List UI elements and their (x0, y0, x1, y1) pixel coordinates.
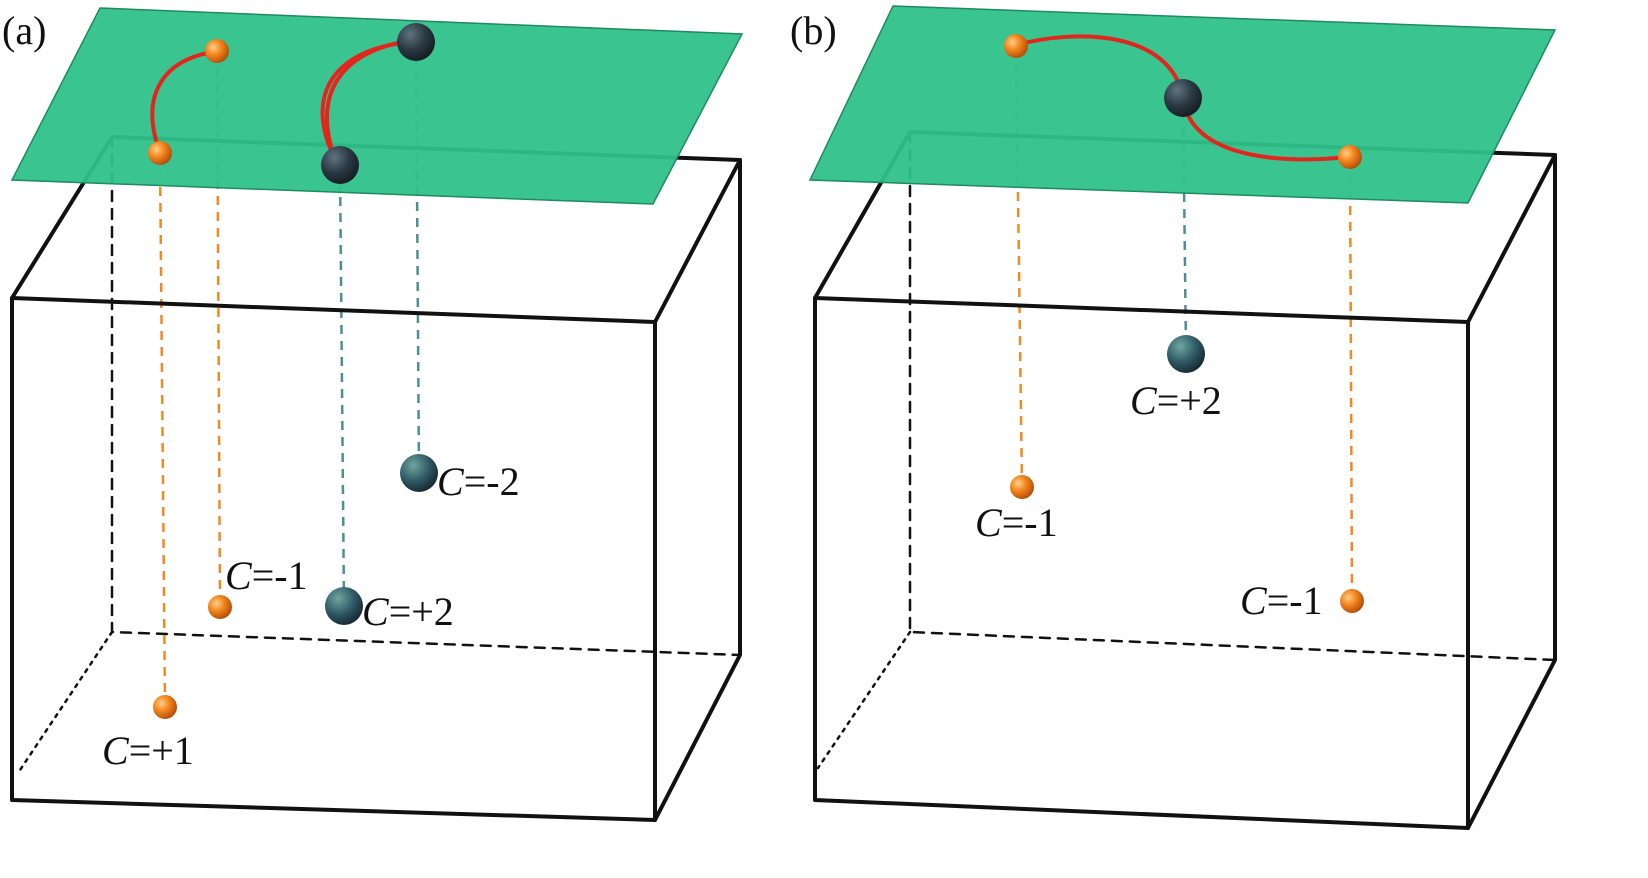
panel-a-right-face (653, 158, 742, 822)
projection-line (1181, 96, 1188, 353)
bulk-node (325, 587, 363, 625)
charge-label: C=-1 (1240, 578, 1323, 623)
fermi-arc (325, 38, 416, 164)
projection-line (158, 154, 167, 707)
panel-a-surface-plane (10, 7, 744, 205)
panel-b: (b) (790, 5, 1557, 830)
panel-b-surface-nodes (1004, 34, 1362, 169)
bulk-node (1010, 475, 1034, 499)
charge-label: C=+2 (1130, 378, 1222, 423)
panel-a-back-edge (110, 135, 742, 657)
panel-b-projections (1014, 47, 1354, 601)
charge-label: C=+2 (362, 589, 454, 634)
bulk-node (1167, 335, 1205, 373)
panel-a-box-hidden-edges (18, 135, 742, 772)
fermi-arc (150, 50, 217, 154)
panel-a-box-visible-edges (10, 135, 742, 822)
panel-a: (a) (2, 7, 744, 822)
fermi-arc (1014, 34, 1185, 99)
panel-b-right-face (1466, 153, 1557, 830)
surface-node (148, 141, 172, 165)
panel-b-bottom-edge (816, 630, 912, 770)
projection-line (1348, 157, 1354, 601)
charge-label: C=+1 (102, 728, 194, 773)
panel-a-surface-nodes (148, 23, 435, 184)
charge-label: C=-1 (975, 500, 1058, 545)
projection-line (215, 51, 222, 607)
fermi-arc (1181, 98, 1350, 162)
panel-b-label: (b) (790, 8, 837, 53)
panel-b-box-visible-edges (813, 130, 1557, 830)
bulk-node (400, 454, 438, 492)
surface-node (1004, 34, 1028, 58)
charge-label: C=-2 (437, 459, 520, 504)
panel-b-box-hidden-edges (816, 130, 1557, 770)
surface-node (321, 146, 359, 184)
projection-line (338, 164, 346, 607)
panel-a-bottom-edge (18, 630, 114, 772)
charge-label: C=-1 (225, 553, 308, 598)
bulk-node (153, 695, 177, 719)
bulk-node (208, 595, 232, 619)
surface-node (1338, 145, 1362, 169)
surface-node (205, 39, 229, 63)
panel-a-label: (a) (2, 8, 46, 53)
panel-b-fermi-arcs (1014, 34, 1350, 162)
surface-node (397, 23, 435, 61)
panel-b-back-edge (908, 130, 1557, 662)
bulk-node (1340, 589, 1364, 613)
panel-a-bulk-nodes (153, 454, 438, 719)
panel-a-fermi-arcs (150, 38, 416, 167)
surface-node (1164, 79, 1202, 117)
panel-b-bulk-nodes (1010, 335, 1364, 613)
